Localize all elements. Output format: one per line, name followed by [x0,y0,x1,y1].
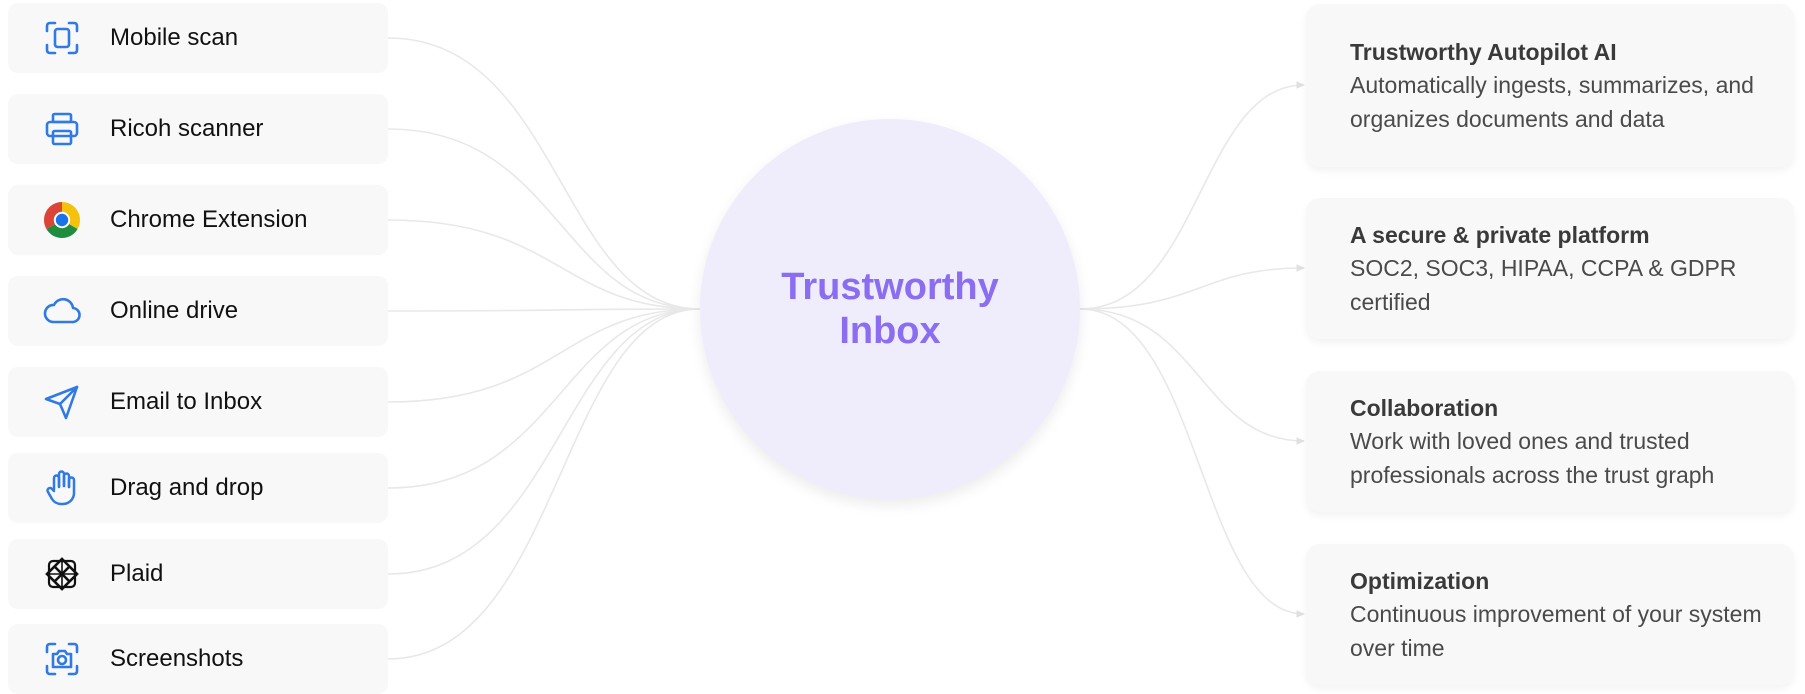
source-label: Ricoh scanner [110,115,264,142]
connector-plaid [387,308,701,575]
hand-icon [42,468,82,508]
feature-description: Work with loved ones and trusted profess… [1350,427,1715,488]
source-label: Email to Inbox [110,388,263,415]
cloud-icon [42,291,82,331]
connector-online-drive [387,308,701,312]
hub-circle: Trustworthy Inbox [700,119,1080,499]
source-mobile-scan: Mobile scan [8,3,388,73]
connector-optimization [1079,308,1305,618]
source-label: Drag and drop [110,474,264,501]
source-label: Screenshots [110,645,244,672]
feature-card-secure-platform: A secure & private platform SOC2, SOC3, … [1306,198,1794,339]
feature-card-autopilot: Trustworthy Autopilot AI Automatically i… [1306,4,1794,167]
feature-title: A secure & private platform [1350,221,1650,248]
connector-mobile-scan [387,37,701,310]
chrome-icon [42,200,82,240]
source-drag-and-drop: Drag and drop [8,453,388,523]
connector-screenshots [387,308,701,660]
connector-secure-platform [1079,264,1305,310]
plaid-icon [42,554,82,594]
source-chrome-extension: Chrome Extension [8,185,388,255]
source-label: Plaid [110,560,164,587]
screenshot-icon [42,639,82,679]
feature-description: Automatically ingests, summarizes, and o… [1350,71,1754,132]
connector-chrome-extension [387,219,701,310]
printer-icon [42,109,82,149]
feature-title: Optimization [1350,567,1490,594]
source-plaid: Plaid [8,539,388,609]
source-online-drive: Online drive [8,276,388,346]
source-label: Online drive [110,297,239,324]
feature-card-collaboration: Collaboration Work with loved ones and t… [1306,371,1794,512]
source-label: Chrome Extension [110,206,308,233]
feature-description: SOC2, SOC3, HIPAA, CCPA & GDPR certified [1350,254,1737,315]
source-screenshots: Screenshots [8,624,388,694]
hub-title: Trustworthy Inbox [781,266,999,352]
connector-collaboration [1079,308,1305,445]
scan-icon [42,18,82,58]
feature-title: Collaboration [1350,394,1499,421]
source-ricoh-scanner: Ricoh scanner [8,94,388,164]
connector-autopilot [1079,81,1305,310]
source-label: Mobile scan [110,24,239,51]
connector-ricoh-scanner [387,128,701,310]
feature-description: Continuous improvement of your system ov… [1350,600,1762,661]
feature-title: Trustworthy Autopilot AI [1350,38,1617,65]
feature-card-optimization: Optimization Continuous improvement of y… [1306,544,1794,685]
send-icon [42,382,82,422]
connector-email-to-inbox [387,308,701,403]
connector-drag-and-drop [387,308,701,489]
source-email-to-inbox: Email to Inbox [8,367,388,437]
